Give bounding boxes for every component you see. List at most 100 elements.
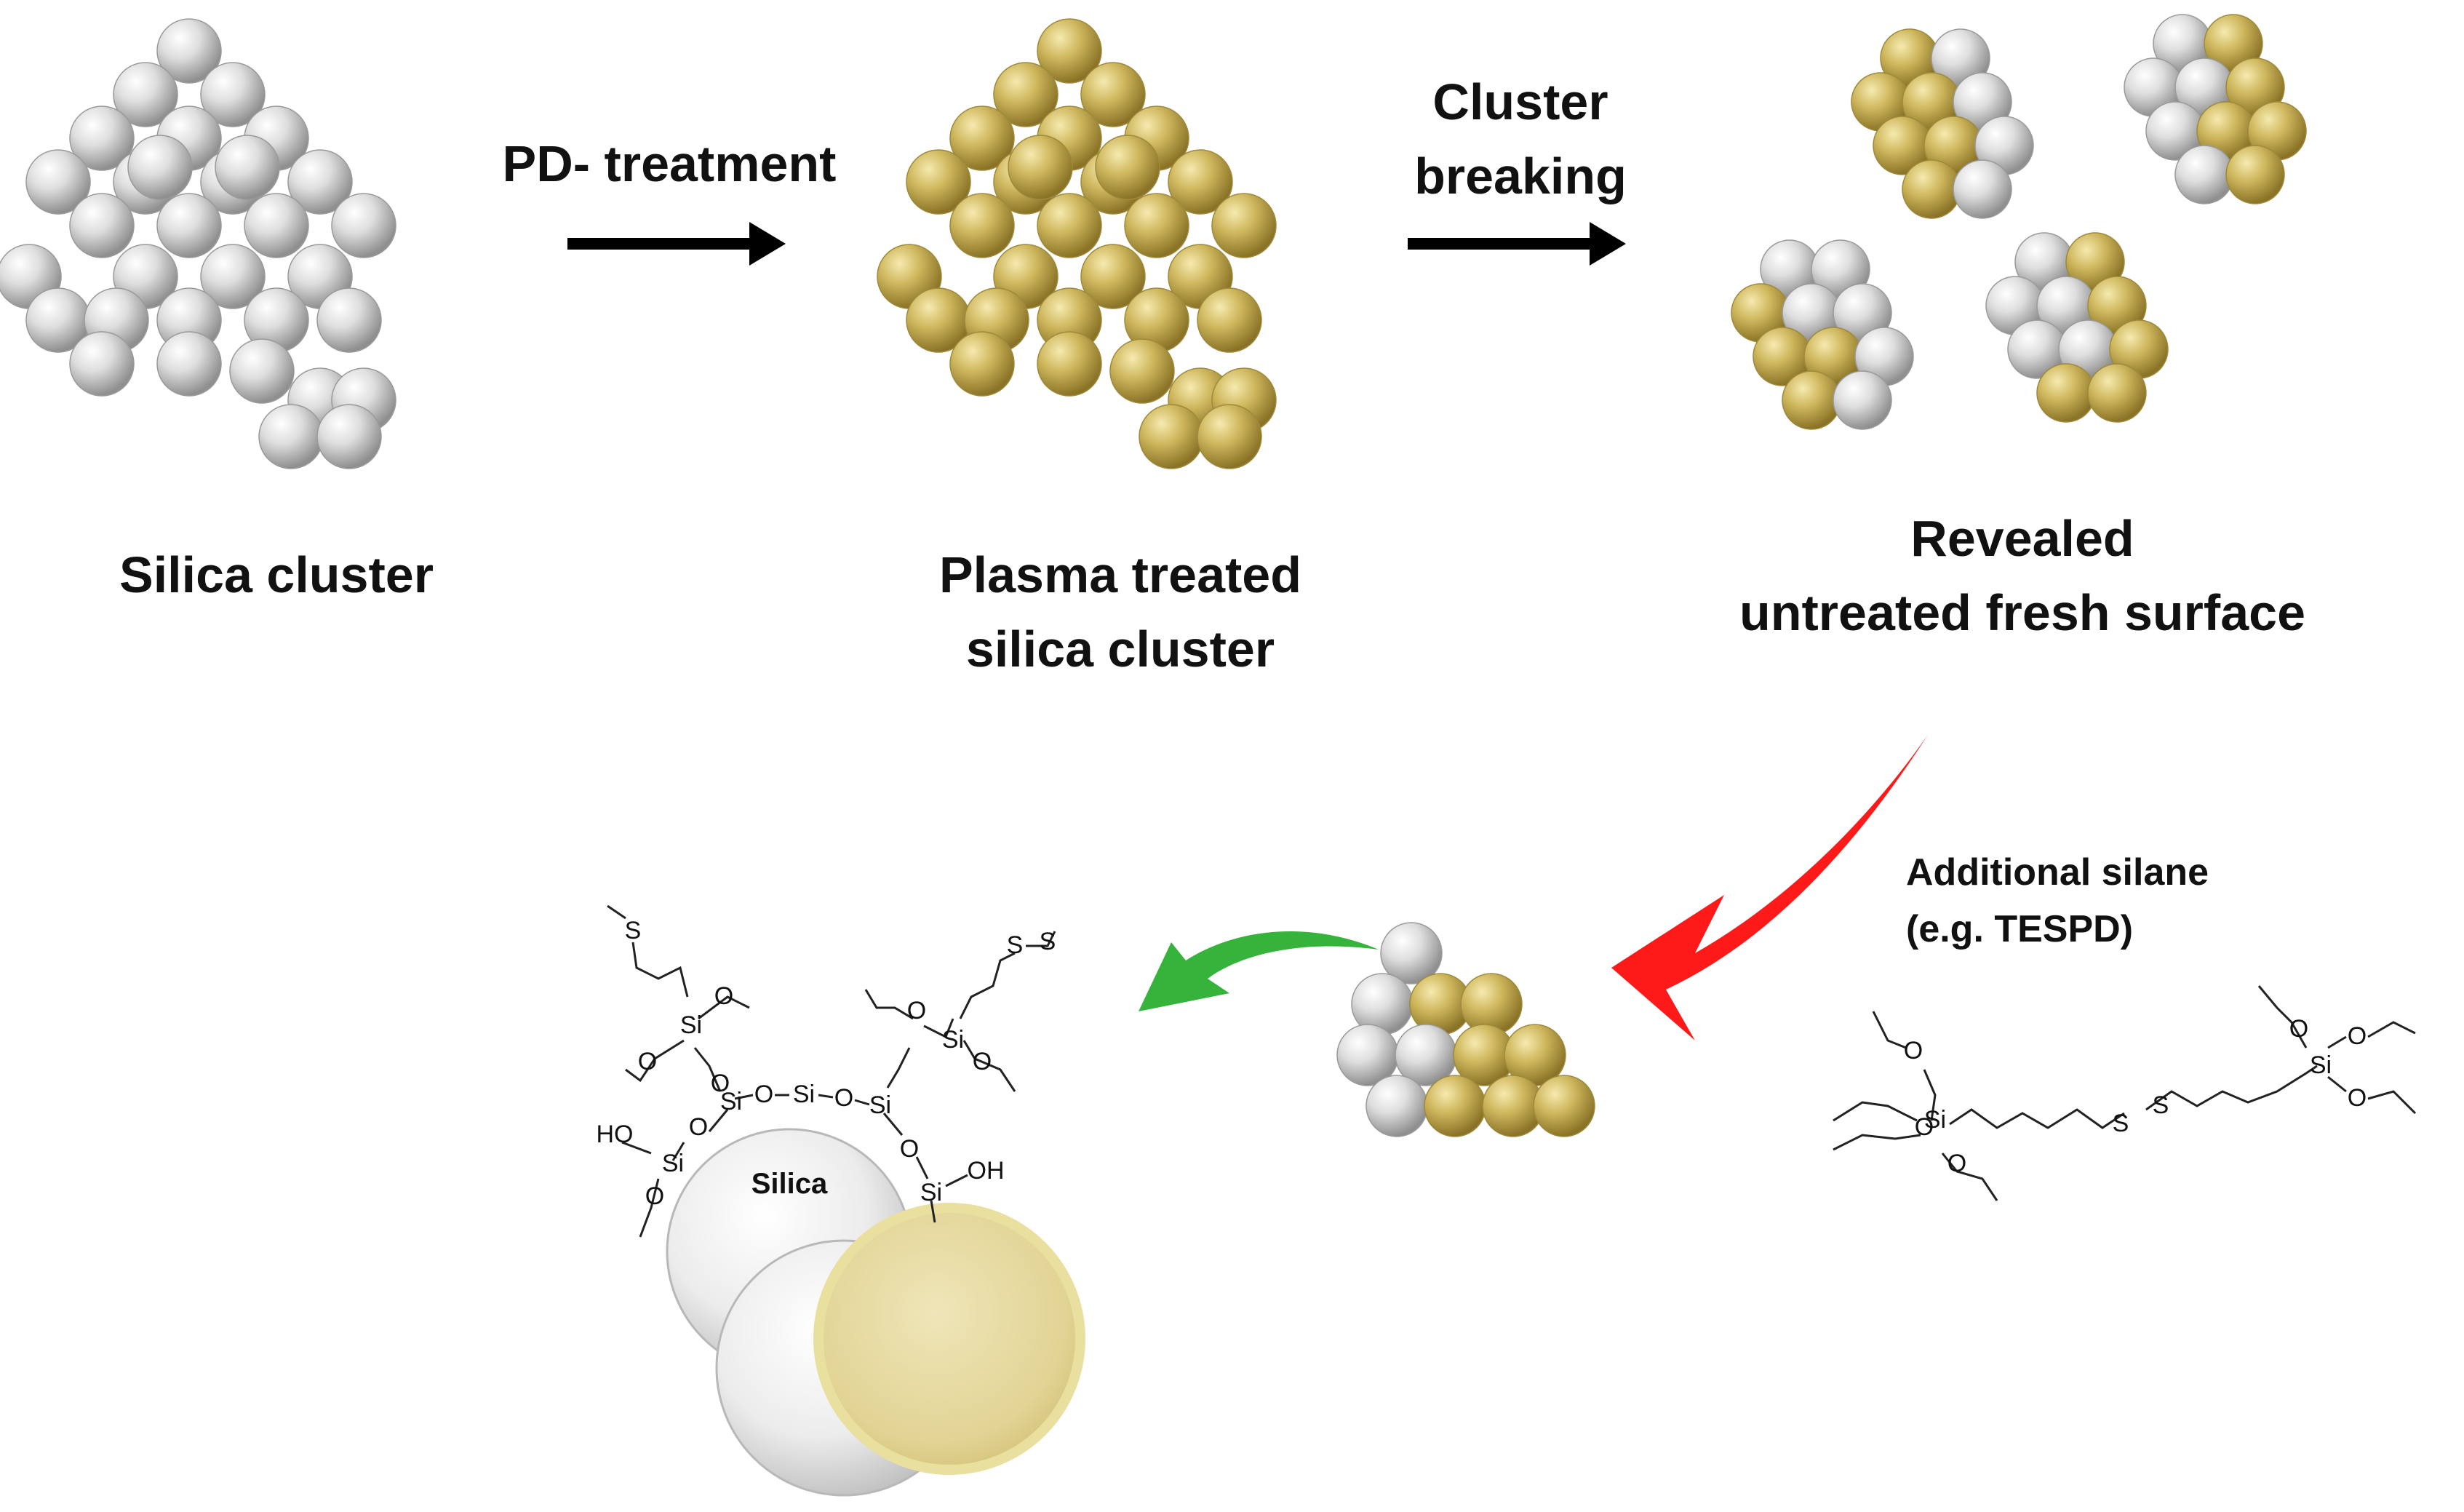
atom-label: O	[689, 1113, 708, 1141]
bond	[2367, 1021, 2416, 1038]
untreated-sphere	[1953, 159, 2012, 219]
treated-sphere	[1037, 331, 1102, 397]
bond	[818, 1094, 834, 1099]
treated-sphere	[1080, 244, 1146, 309]
atom-label: O	[2348, 1084, 2367, 1112]
treated-sphere	[2036, 363, 2096, 423]
bond	[621, 1141, 652, 1155]
atom-label: S	[1040, 928, 1056, 955]
broken-cluster-2	[2124, 14, 2307, 204]
bond	[886, 1047, 911, 1089]
untreated-sphere	[156, 18, 222, 84]
label-revealed-surface: Revealed untreated fresh surface	[1739, 510, 2306, 641]
treated-sphere	[1080, 62, 1146, 127]
arrow-pd-treatment	[567, 222, 786, 266]
atom-label: Si	[793, 1081, 815, 1108]
bond	[693, 1047, 722, 1092]
atom-label: Si	[2310, 1051, 2332, 1079]
untreated-sphere	[156, 193, 222, 258]
bond	[1833, 1134, 1921, 1151]
untreated-sphere	[331, 193, 396, 258]
atom-label: Si	[720, 1088, 742, 1115]
bond	[639, 1178, 660, 1238]
treated-sphere	[1902, 159, 1961, 219]
untreated-sphere	[200, 62, 266, 127]
untreated-sphere	[69, 193, 135, 258]
broken-cluster-1	[1851, 28, 2034, 219]
treated-sphere	[1197, 404, 1262, 469]
untreated-sphere	[69, 106, 135, 171]
atom-label: Si	[942, 1026, 964, 1054]
treated-sphere	[949, 331, 1015, 397]
bond	[671, 1142, 685, 1161]
fresh-surface-cluster	[1336, 922, 1595, 1137]
bond	[1923, 1069, 1937, 1121]
atom-label: Si	[1924, 1106, 1946, 1134]
arrow-green-curved	[1139, 931, 1379, 1011]
atom-label: O	[900, 1135, 919, 1163]
untreated-sphere	[2174, 145, 2234, 204]
untreated-sphere	[1833, 370, 1892, 430]
label-silica-cluster: Silica cluster	[119, 546, 434, 603]
bond	[625, 1039, 685, 1083]
untreated-sphere	[69, 331, 135, 397]
treated-sphere	[1095, 135, 1160, 200]
bond	[734, 1094, 754, 1100]
bond	[2327, 1075, 2347, 1093]
plasma-treated-cluster	[877, 18, 1277, 469]
atom-label: O	[2289, 1015, 2308, 1043]
treated-sphere	[1109, 338, 1175, 404]
bond	[2257, 985, 2308, 1049]
atom-label: O	[1904, 1037, 1923, 1065]
atom-label: O	[638, 1048, 657, 1075]
atom-label: Si	[662, 1150, 684, 1177]
bond	[854, 1099, 870, 1106]
untreated-sphere	[287, 149, 353, 215]
treated-sphere	[2087, 363, 2147, 423]
silica-core-label: Silica	[751, 1168, 828, 1200]
atom-label: O	[2348, 1022, 2367, 1050]
bond	[2327, 1035, 2347, 1049]
broken-cluster-3	[1731, 239, 1914, 430]
label-additional-silane: Additional silane (e.g. TESPD)	[1906, 851, 2209, 950]
atom-label: O	[1915, 1113, 1934, 1141]
functionalized-silica-particle	[666, 1128, 1085, 1497]
label-cluster-breaking: Cluster breaking	[1414, 73, 1627, 204]
atom-label: Si	[680, 1011, 702, 1039]
untreated-sphere	[127, 135, 193, 200]
untreated-sphere	[1365, 1075, 1428, 1137]
bond	[959, 952, 1016, 1019]
atom-label: S	[1007, 931, 1024, 959]
atom-label: O	[973, 1048, 992, 1075]
bond	[631, 942, 689, 998]
atom-label: S	[2153, 1091, 2169, 1119]
untreated-sphere	[215, 135, 280, 200]
untreated-sphere	[113, 62, 178, 127]
atom-label: O	[714, 982, 733, 1010]
atom-label: OH	[968, 1157, 1005, 1185]
bond	[915, 1156, 929, 1179]
untreated-sphere	[156, 331, 222, 397]
broken-cluster-4	[1985, 232, 2169, 423]
label-pd-treatment: PD- treatment	[502, 135, 837, 192]
atom-label: S	[625, 917, 642, 944]
bond	[864, 989, 914, 1020]
treated-sphere	[993, 62, 1058, 127]
treated-sphere	[1037, 18, 1102, 84]
treated-sphere	[1211, 193, 1277, 258]
arrow-red-curved	[1611, 735, 1928, 1041]
treated-sphere	[949, 106, 1015, 171]
label-plasma-treated: Plasma treated silica cluster	[938, 546, 1302, 677]
untreated-sphere	[316, 287, 382, 353]
atom-label: O	[1947, 1150, 1966, 1177]
treated-sphere	[1197, 287, 1262, 353]
bond	[607, 904, 626, 920]
untreated-sphere	[244, 193, 309, 258]
treated-sphere	[1139, 404, 1204, 469]
bond	[1833, 1101, 1918, 1122]
bond	[882, 1113, 904, 1136]
arrow-cluster-breaking	[1408, 222, 1626, 266]
